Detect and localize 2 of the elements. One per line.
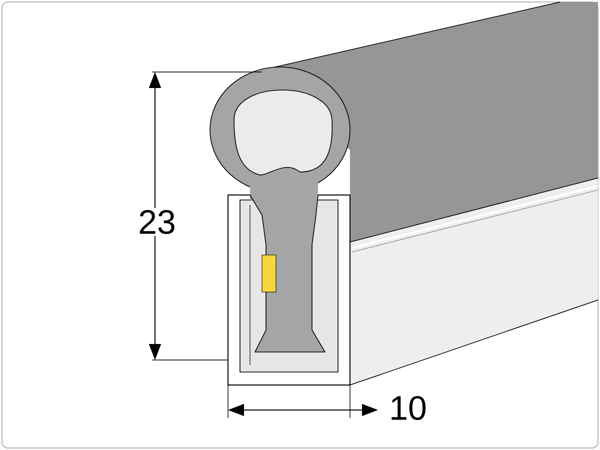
dimension-label: 23 <box>136 208 178 236</box>
dimension-label: 10 <box>387 394 429 422</box>
